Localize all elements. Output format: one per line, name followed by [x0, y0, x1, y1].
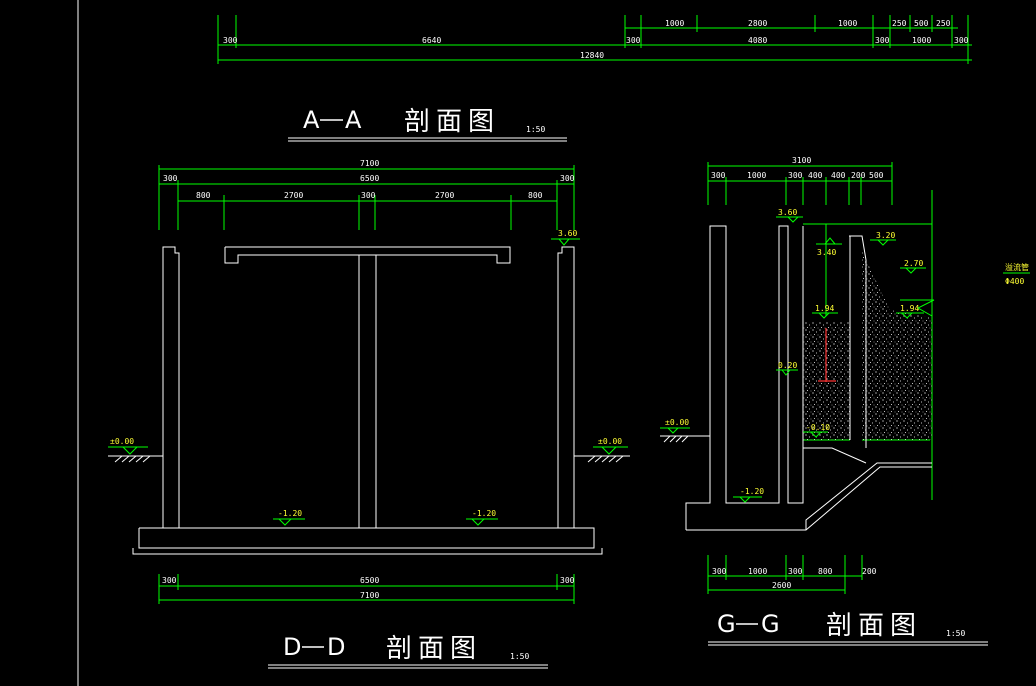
section-gg-letter1: G: [717, 610, 736, 638]
dd-ground-right: [574, 455, 630, 463]
top-dim-r1-5: 250: [936, 19, 951, 28]
top-dimension-chain: [217, 15, 972, 64]
dd-dim-top-0: 300: [163, 174, 178, 183]
gg-level-f: 0.20: [778, 361, 797, 370]
dd-dim-bottom-2: 300: [560, 576, 575, 585]
section-gg-name: 剖面图: [826, 611, 922, 641]
gg-dim-top-5: 200: [851, 171, 866, 180]
dd-dim-span-0: 800: [196, 191, 211, 200]
dd-structure-outline: [132, 246, 603, 555]
gg-dim-top-4: 400: [831, 171, 846, 180]
dd-ground-left: [108, 455, 163, 463]
dd-level-floor-left: -1.20: [278, 509, 302, 518]
gg-bottom-dims: [707, 555, 863, 594]
section-aa-scale: 1:50: [526, 125, 545, 134]
gg-dim-bottom-3: 800: [818, 567, 833, 576]
dd-level-floor-right: -1.20: [472, 509, 496, 518]
section-title-dd: D D 剖面图 1:50: [268, 633, 548, 669]
gg-structure-outline: [685, 225, 932, 531]
section-gg-scale: 1:50: [946, 629, 965, 638]
dd-level-top-right: 3.60: [558, 229, 577, 238]
gg-level-ground: ±0.00: [665, 418, 689, 427]
gg-dim-top-1: 1000: [747, 171, 766, 180]
section-aa-letter2: A: [345, 106, 362, 134]
section-title-gg: G G 剖面图 1:50: [708, 610, 988, 646]
dd-dim-span-4: 800: [528, 191, 543, 200]
dd-dim-top-2: 300: [560, 174, 575, 183]
top-dim-r2-5: 1000: [912, 36, 931, 45]
dd-dim-total-bottom: 7100: [360, 591, 379, 600]
top-dim-r2-4: 300: [875, 36, 890, 45]
dd-level-ground-left: ±0.00: [110, 437, 134, 446]
gg-dim-top-0: 300: [711, 171, 726, 180]
gg-dim-bottom-0: 300: [712, 567, 727, 576]
dd-dim-span-2: 300: [361, 191, 376, 200]
dd-dim-total-top: 7100: [360, 159, 379, 168]
gg-dim-bottom-1: 1000: [748, 567, 767, 576]
top-dim-r2-0: 300: [223, 36, 238, 45]
gg-level-markers: [660, 216, 926, 503]
gg-dim-top-2: 300: [788, 171, 803, 180]
top-dim-r1-1: 2800: [748, 19, 767, 28]
section-dd-letter2: D: [327, 633, 345, 661]
gg-red-indicator: [818, 328, 836, 382]
gg-dim-top-3: 400: [808, 171, 823, 180]
gg-dim-bottom-4: 200: [862, 567, 877, 576]
gg-dim-bottom-total: 2600: [772, 581, 791, 590]
section-aa-letter1: A: [303, 106, 320, 134]
gg-dim-total-top: 3100: [792, 156, 811, 165]
gg-level-e: 1.94: [900, 304, 919, 313]
dd-level-ground-right: ±0.00: [598, 437, 622, 446]
dd-bottom-dims: [158, 574, 575, 604]
gg-level-top: 3.60: [778, 208, 797, 217]
gg-level-d: 1.94: [815, 304, 834, 313]
gg-dim-bottom-2: 300: [788, 567, 803, 576]
top-dim-labels: 1000 2800 1000 250 500 250 300 6640 300 …: [223, 19, 969, 60]
top-dim-r1-2: 1000: [838, 19, 857, 28]
section-dd-name: 剖面图: [386, 634, 482, 664]
top-dim-r2-1: 6640: [422, 36, 441, 45]
top-dim-r1-3: 250: [892, 19, 907, 28]
dd-dim-span-3: 2700: [435, 191, 454, 200]
top-dim-r2-6: 300: [954, 36, 969, 45]
top-dim-r2-2: 300: [626, 36, 641, 45]
top-dim-total: 12840: [580, 51, 604, 60]
dd-dim-span-1: 2700: [284, 191, 303, 200]
top-dim-r2-3: 4080: [748, 36, 767, 45]
gg-filter-fill-right: [862, 250, 932, 440]
dd-level-markers: [108, 238, 628, 526]
section-gg-letter2: G: [761, 610, 780, 638]
gg-ground-hatch: [660, 435, 710, 443]
gg-level-b: 3.20: [876, 231, 895, 240]
gg-note-line2: Φ400: [1005, 277, 1024, 286]
dd-dim-bottom-1: 6500: [360, 576, 379, 585]
gg-level-a: 3.40: [817, 248, 836, 257]
section-title-aa: A A 剖面图 1:50: [288, 106, 567, 142]
dd-top-dim-labels: 7100 300 6500 300 800 2700 300 2700 800: [163, 159, 575, 200]
gg-level-floor: -1.20: [740, 487, 764, 496]
top-dim-r1-0: 1000: [665, 19, 684, 28]
dd-dim-bottom-0: 300: [162, 576, 177, 585]
gg-top-dims: [707, 162, 893, 205]
dd-top-dims: [158, 165, 575, 230]
gg-note-line1: 溢流管: [1005, 262, 1029, 272]
dd-dim-top-1: 6500: [360, 174, 379, 183]
section-dd-letter1: D: [283, 633, 301, 661]
section-dd-scale: 1:50: [510, 652, 529, 661]
top-dim-ticks: [217, 15, 969, 64]
top-dim-r1-4: 500: [914, 19, 929, 28]
gg-dim-top-6: 500: [869, 171, 884, 180]
gg-level-c: 2.70: [904, 259, 923, 268]
section-aa-name: 剖面图: [404, 107, 500, 137]
gg-level-g: -0.10: [806, 423, 830, 432]
